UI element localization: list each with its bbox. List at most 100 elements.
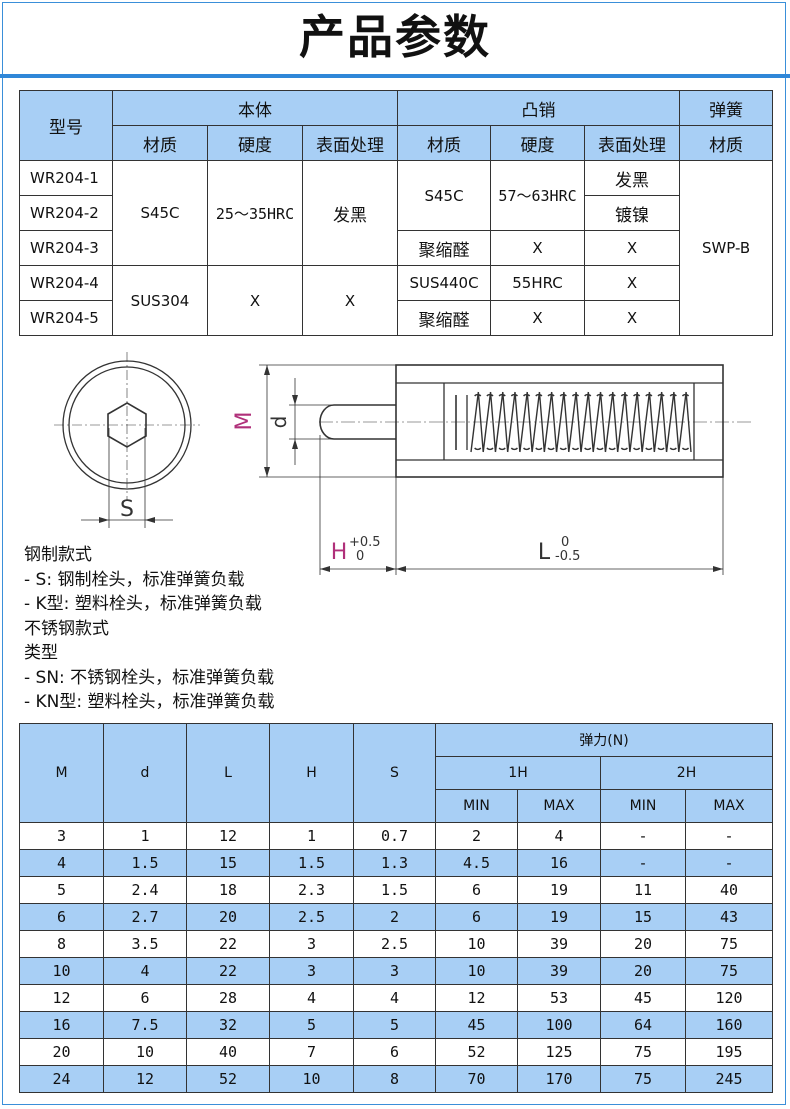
table-cell: 5 — [19, 876, 104, 904]
table-cell: 2 — [435, 822, 518, 850]
model-header: 型号 — [19, 90, 113, 161]
spring-coil — [470, 391, 692, 453]
table-cell: 10 — [19, 957, 104, 985]
col-header-S: S — [353, 723, 436, 823]
table-cell: 125 — [517, 1038, 601, 1066]
table-cell: 10 — [435, 957, 518, 985]
table-cell: 6 — [435, 876, 518, 904]
table-cell: 2.7 — [103, 903, 187, 931]
table-cell: 75 — [600, 1038, 686, 1066]
table-cell: 52 — [186, 1065, 270, 1093]
table-cell: 3.5 — [103, 930, 187, 958]
dim-L-lower-tol: -0.5 — [555, 549, 580, 564]
table-cell: - — [684, 822, 774, 850]
table-cell: 15 — [186, 849, 270, 877]
col-header-min: MIN — [435, 789, 518, 823]
plunger-finish: X — [584, 300, 681, 336]
table-cell: 15 — [600, 903, 686, 931]
dim-label-d: d — [267, 416, 291, 429]
table-cell: 20 — [600, 957, 686, 985]
dim-label-H: H — [331, 540, 348, 565]
table-cell: 4 — [353, 984, 436, 1012]
col-header-1H: 1H — [435, 756, 601, 790]
table-cell: - — [684, 849, 774, 877]
table-cell: 22 — [186, 930, 270, 958]
body-material: SUS304 — [112, 265, 208, 336]
table-cell: 1 — [269, 822, 354, 850]
table-cell: 12 — [186, 822, 270, 850]
table-cell: 195 — [684, 1038, 774, 1066]
col-header-force: 弹力(N) — [434, 723, 774, 757]
plunger-header: 凸销 — [397, 90, 681, 126]
plunger-finish: 镀镍 — [584, 195, 681, 231]
table-cell: 28 — [186, 984, 270, 1012]
plunger-hardness: 55HRC — [490, 265, 586, 301]
dim-label-L: L — [538, 540, 551, 565]
table-cell: 4 — [19, 849, 104, 877]
plunger-hardness: 57～63HRC — [490, 160, 586, 231]
body-header: 本体 — [111, 90, 399, 126]
table-cell: 3 — [19, 822, 104, 850]
body-finish: 发黑 — [301, 160, 399, 266]
note-line: 类型 — [24, 643, 58, 663]
table-cell: 4 — [103, 957, 187, 985]
table-cell: 40 — [684, 876, 774, 904]
model-notes: 钢制款式 - S: 钢制栓头，标准弹簧负载 - K型: 塑料栓头，标准弹簧负载 … — [24, 543, 275, 715]
note-line: - SN: 不锈钢栓头，标准弹簧负载 — [24, 667, 275, 688]
table-cell: 45 — [435, 1011, 518, 1039]
col-header-min: MIN — [600, 789, 686, 823]
plunger-material: S45C — [397, 160, 492, 231]
plunger-finish: X — [584, 265, 681, 301]
table-cell: 2 — [353, 903, 436, 931]
table-cell: 2.4 — [103, 876, 187, 904]
col-header-max: MAX — [684, 789, 774, 823]
model-cell: WR204-3 — [19, 230, 113, 266]
table-cell: 6 — [19, 903, 104, 931]
plunger-hardness: X — [490, 300, 586, 336]
table-cell: 1.5 — [269, 849, 354, 877]
note-line: 钢制款式 — [24, 545, 92, 565]
col-header-2H: 2H — [599, 756, 774, 790]
table-cell: 16 — [517, 849, 601, 877]
sub-header: 硬度 — [207, 125, 303, 161]
table-cell: 24 — [19, 1065, 104, 1093]
table-cell: 19 — [517, 876, 601, 904]
table-cell: 43 — [684, 903, 774, 931]
table-cell: 53 — [517, 984, 601, 1012]
table-cell: 40 — [186, 1038, 270, 1066]
dim-L-upper-tol: 0 — [561, 535, 569, 550]
table-cell: 6 — [103, 984, 187, 1012]
plunger-material: SUS440C — [397, 265, 492, 301]
table-cell: 64 — [600, 1011, 686, 1039]
plunger-body — [395, 364, 724, 478]
table-cell: 8 — [353, 1065, 436, 1093]
table-cell: 16 — [19, 1011, 104, 1039]
body-hardness: 25～35HRC — [207, 160, 303, 266]
plunger-finish: 发黑 — [584, 160, 681, 196]
table-cell: 52 — [435, 1038, 518, 1066]
table-cell: 19 — [517, 903, 601, 931]
table-cell: 10 — [103, 1038, 187, 1066]
page-title: 产品参数 — [299, 10, 491, 64]
table-cell: 12 — [103, 1065, 187, 1093]
table-cell: 70 — [435, 1065, 518, 1093]
table-cell: 75 — [684, 930, 774, 958]
sub-header: 硬度 — [490, 125, 586, 161]
dim-label-M: M — [232, 412, 257, 431]
title-bar: 产品参数 — [0, 0, 790, 76]
sub-header: 材质 — [679, 125, 774, 161]
table-cell: 1 — [103, 822, 187, 850]
title-underline — [0, 74, 790, 78]
sub-header: 表面处理 — [584, 125, 681, 161]
dim-H-lower-tol: 0 — [356, 549, 364, 564]
table-cell: 39 — [517, 930, 601, 958]
table-cell: 3 — [353, 957, 436, 985]
technical-drawing: S M d H +0.5 0 L 0 -0.5 — [54, 352, 754, 575]
col-header-M: M — [19, 723, 104, 823]
